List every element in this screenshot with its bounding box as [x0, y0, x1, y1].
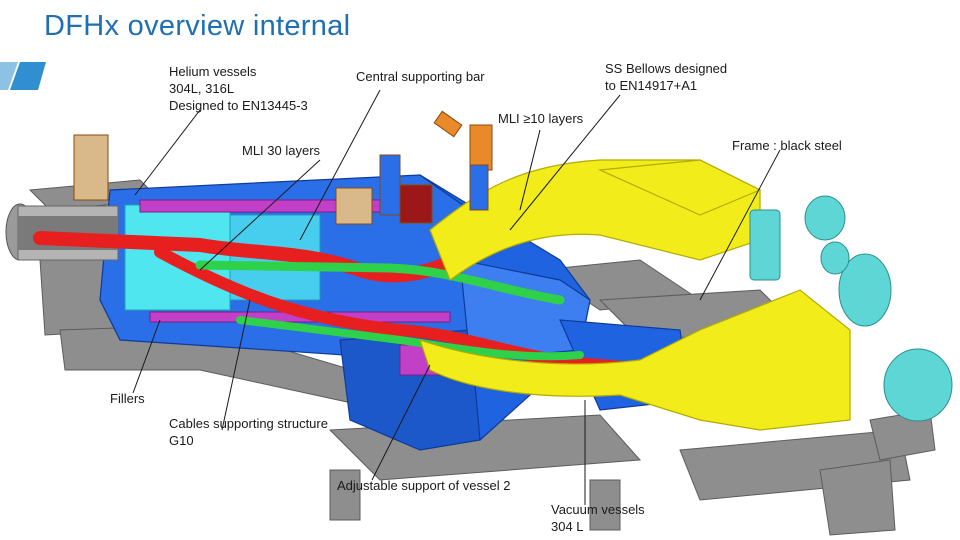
label-line: SS Bellows designed: [605, 61, 728, 76]
bellows-lower: [419, 289, 851, 431]
label-fillers: Fillers: [110, 391, 145, 406]
label-mli-30: MLI 30 layers: [242, 143, 321, 158]
label-adjustable-support: Adjustable support of vessel 2: [337, 478, 511, 493]
label-line: 304 L: [551, 519, 584, 534]
label-line: Designed to EN13445-3: [169, 98, 308, 113]
label-line: G10: [169, 433, 194, 448]
label-cables-structure: Cables supporting structure G10: [169, 415, 328, 449]
green-cables: [195, 260, 584, 361]
label-line: Vacuum vessels: [551, 502, 645, 517]
label-line: to EN14917+A1: [605, 78, 698, 93]
label-line: Helium vessels: [169, 64, 257, 79]
label-ss-bellows: SS Bellows designed to EN14917+A1: [605, 60, 727, 94]
label-vacuum-vessels: Vacuum vessels 304 L: [551, 501, 645, 535]
end-caps: [749, 195, 953, 422]
label-central-bar: Central supporting bar: [356, 69, 485, 84]
page-title: DFHx overview internal: [44, 10, 351, 42]
label-helium-vessels: Helium vessels 304L, 316L Designed to EN…: [169, 63, 308, 114]
accent-chevron: [0, 62, 46, 90]
label-line: Cables supporting structure: [169, 416, 328, 431]
label-mli-10: MLI ≥10 layers: [498, 111, 584, 126]
label-line: 304L, 316L: [169, 81, 235, 96]
valve-assembly: [73, 110, 493, 225]
leader-lines: [132, 89, 781, 505]
label-frame: Frame : black steel: [732, 138, 842, 153]
